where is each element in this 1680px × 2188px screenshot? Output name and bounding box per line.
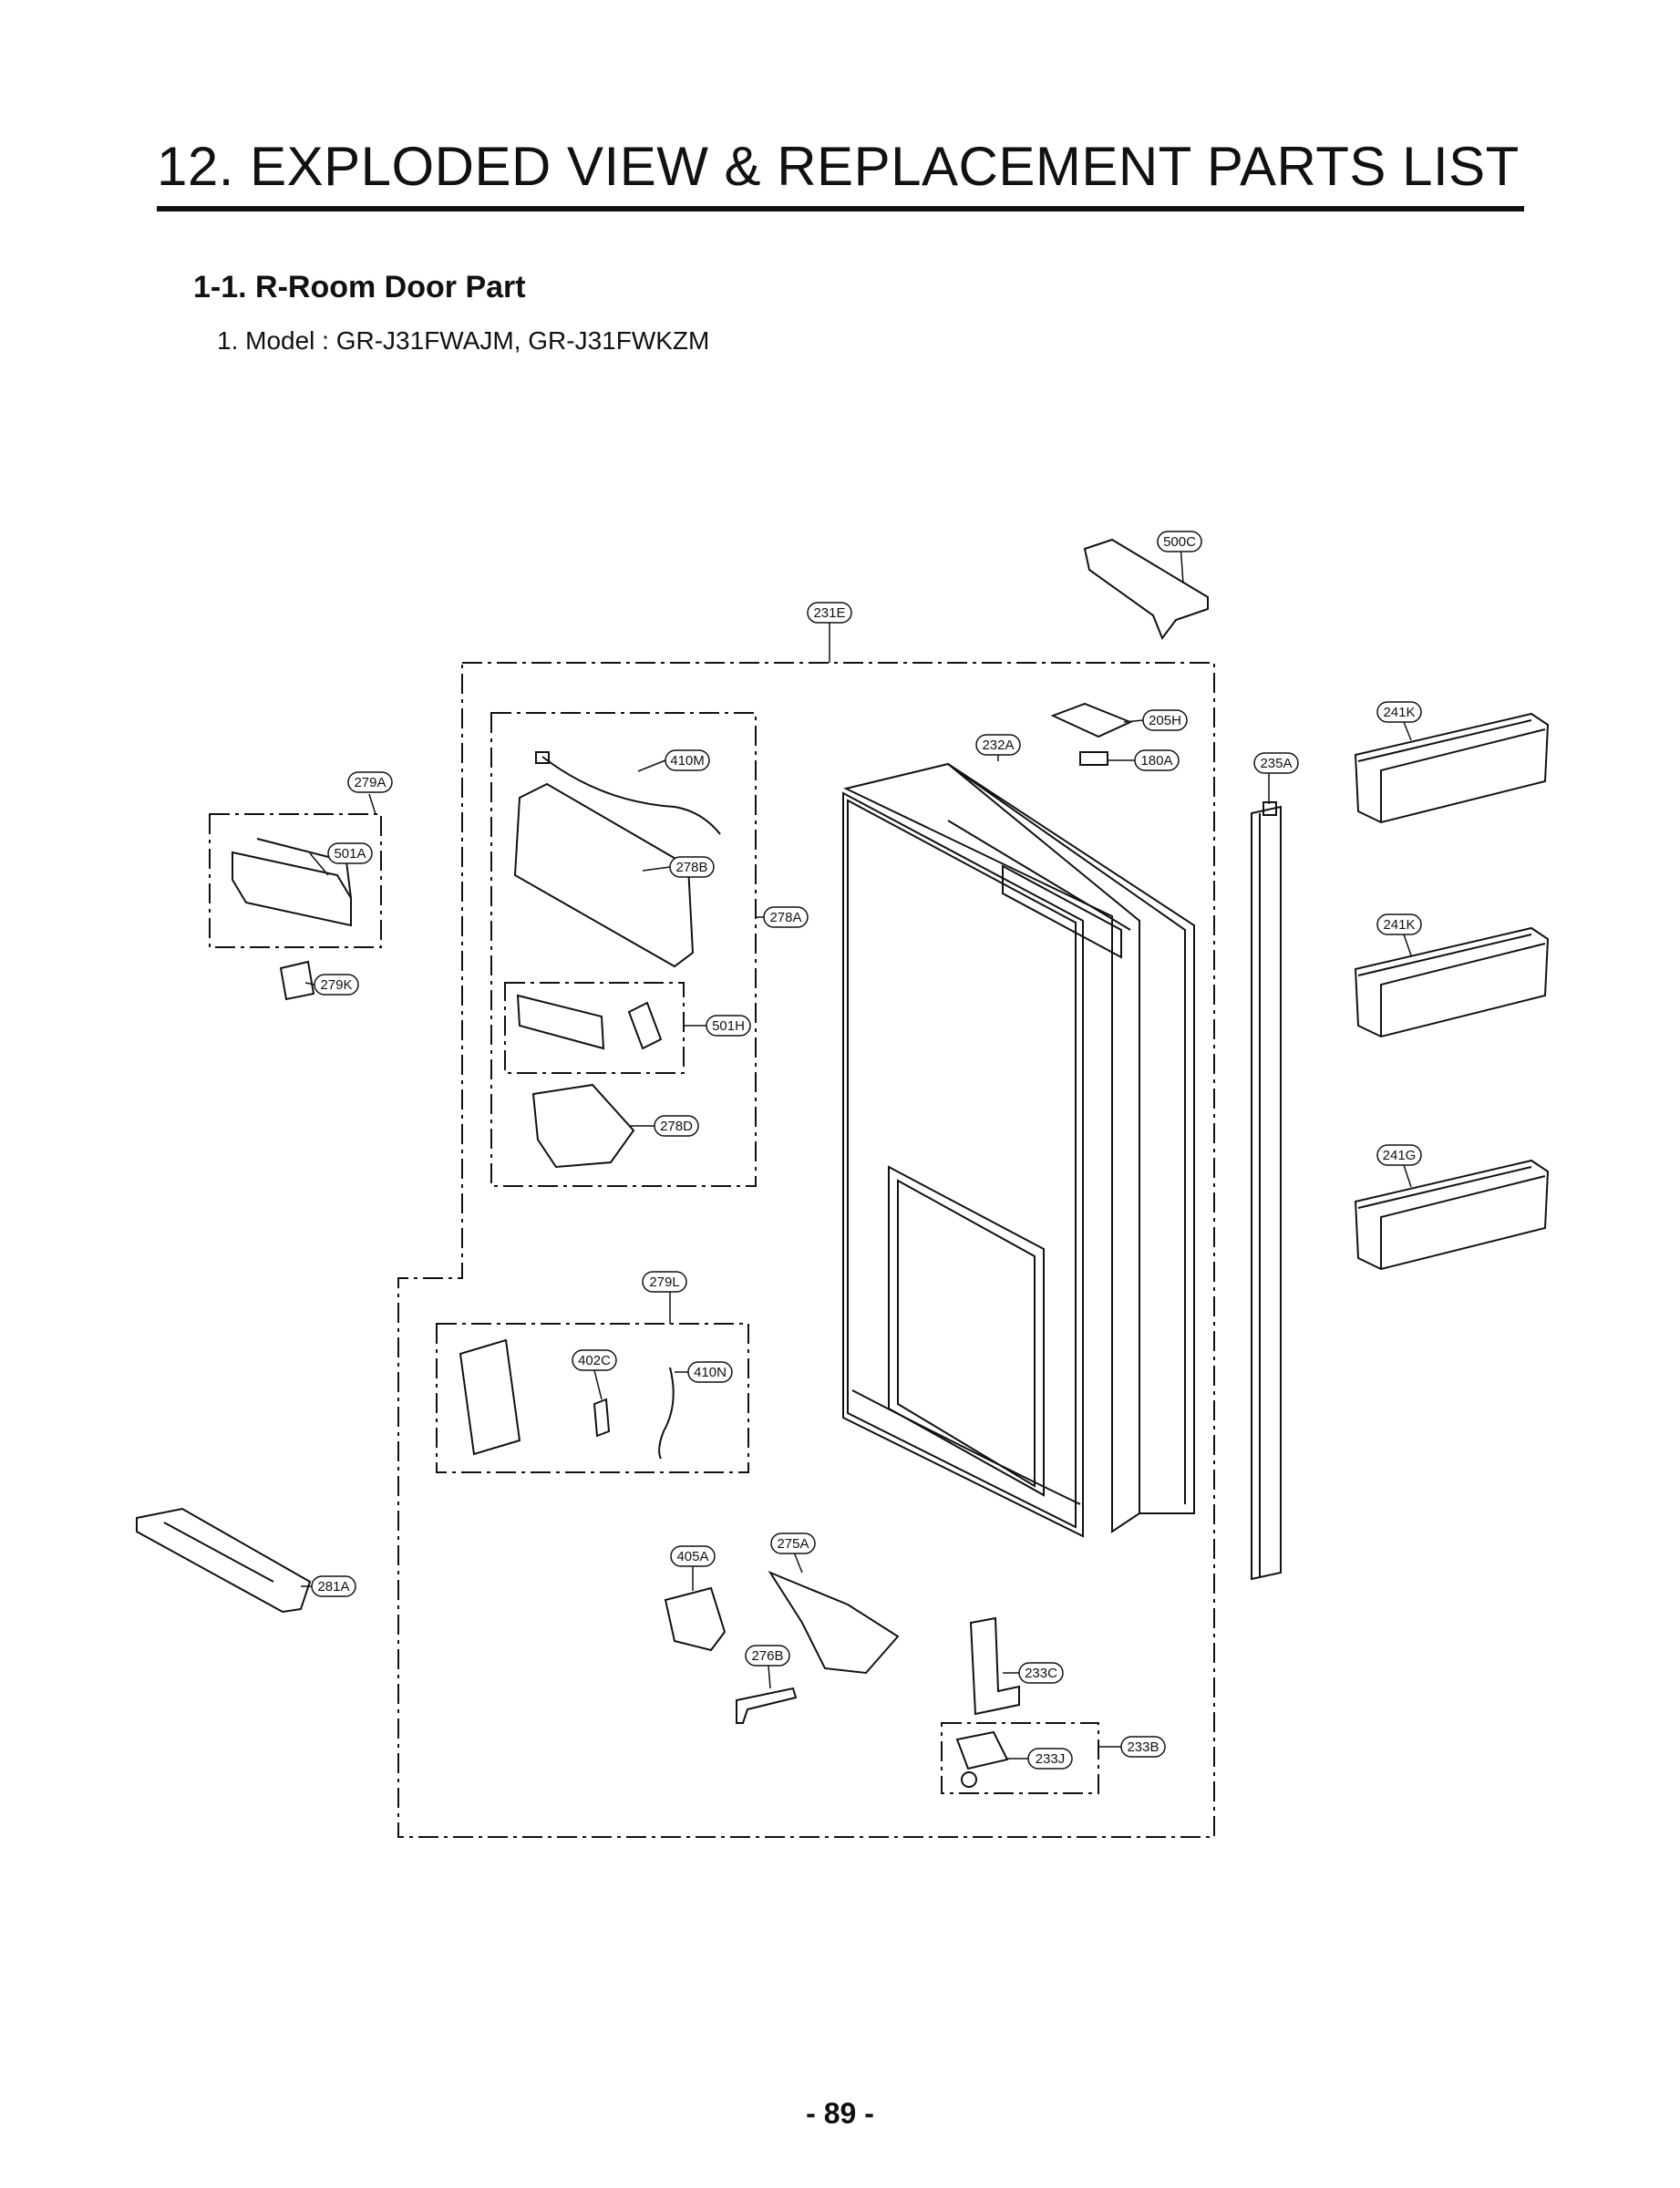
bin-241G [1354, 1159, 1550, 1271]
part-501H [516, 994, 605, 1050]
model-line: 1. Model : GR-J31FWAJM, GR-J31FWKZM [217, 326, 710, 355]
svg-text:241K: 241K [1383, 705, 1415, 720]
callout-501A: 501A [327, 842, 373, 864]
callout-278D: 278D [654, 1115, 699, 1137]
callout-233J: 233J [1027, 1748, 1073, 1770]
callout-232A: 232A [975, 734, 1021, 756]
door-body [842, 762, 1195, 1538]
svg-text:281A: 281A [317, 1579, 349, 1595]
callout-281A: 281A [311, 1575, 356, 1597]
callout-501H: 501H [706, 1015, 751, 1037]
callout-279K: 279K [314, 974, 359, 996]
callout-410N: 410N [687, 1361, 733, 1383]
part-278D [531, 1083, 635, 1169]
callout-410M: 410M [665, 749, 710, 771]
svg-text:402C: 402C [578, 1353, 611, 1368]
part-233J [955, 1730, 1009, 1770]
svg-text:278A: 278A [769, 910, 801, 925]
svg-text:235A: 235A [1260, 756, 1292, 771]
callout-278A: 278A [763, 906, 809, 928]
page-number: - 89 - [806, 2097, 874, 2130]
callout-276B: 276B [745, 1645, 790, 1667]
svg-text:501A: 501A [334, 846, 366, 862]
part-205H [1050, 702, 1133, 738]
part-279K [279, 960, 315, 1001]
svg-text:410N: 410N [694, 1365, 727, 1380]
svg-text:278B: 278B [675, 860, 707, 875]
part-402C [593, 1398, 611, 1438]
callout-231E: 231E [807, 602, 852, 624]
box-233B [941, 1722, 1099, 1794]
section-title: 1-1. R-Room Door Part [193, 270, 526, 304]
svg-text:233J: 233J [1036, 1751, 1066, 1767]
svg-text:279K: 279K [320, 977, 352, 993]
part-278B [513, 782, 695, 968]
callout-279A: 279A [347, 771, 393, 793]
part-405A [664, 1586, 727, 1652]
svg-text:231E: 231E [813, 605, 845, 621]
callout-180A: 180A [1134, 749, 1180, 771]
svg-text:205H: 205H [1149, 713, 1181, 728]
box-279A [209, 813, 382, 948]
callout-205H: 205H [1142, 709, 1188, 731]
svg-text:405A: 405A [676, 1549, 708, 1564]
svg-text:233C: 233C [1025, 1666, 1057, 1681]
part-233C [969, 1616, 1020, 1716]
callout-241K-middle: 241K [1376, 913, 1422, 935]
svg-text:275A: 275A [777, 1536, 809, 1552]
callout-241G: 241G [1376, 1144, 1422, 1166]
box-410M [490, 712, 757, 1187]
part-279L-cover [459, 1338, 521, 1456]
part-501A [232, 851, 352, 927]
part-500C [1083, 538, 1209, 641]
part-410N [658, 1367, 675, 1460]
assembly-boundary [397, 662, 1215, 1838]
svg-text:276B: 276B [751, 1648, 783, 1664]
page-heading: 12. EXPLODED VIEW & REPLACEMENT PARTS LI… [157, 136, 1520, 197]
part-235A [1251, 801, 1282, 1581]
callout-402C: 402C [572, 1349, 617, 1371]
callout-500C: 500C [1157, 531, 1202, 552]
svg-text:279L: 279L [649, 1275, 679, 1290]
part-281A [136, 1507, 312, 1614]
part-410M [541, 756, 721, 835]
bin-241K-top [1354, 712, 1550, 824]
part-275A [768, 1570, 900, 1675]
svg-text:233B: 233B [1127, 1739, 1159, 1755]
svg-text:241G: 241G [1383, 1148, 1417, 1163]
bin-241K-middle [1354, 926, 1550, 1038]
callout-405A: 405A [670, 1545, 716, 1567]
svg-text:279A: 279A [354, 775, 386, 790]
callout-275A: 275A [770, 1533, 816, 1554]
svg-text:500C: 500C [1163, 534, 1196, 550]
callout-279L: 279L [642, 1271, 687, 1293]
box-279L [436, 1323, 749, 1473]
svg-text:501H: 501H [712, 1018, 745, 1034]
svg-text:232A: 232A [982, 738, 1014, 753]
part-180A [1079, 751, 1108, 766]
svg-text:410M: 410M [670, 753, 705, 769]
heading-underline [157, 206, 1524, 212]
box-501H [504, 982, 685, 1074]
part-276B [736, 1687, 798, 1724]
callout-278B: 278B [669, 856, 715, 878]
svg-text:241K: 241K [1383, 917, 1415, 933]
callout-233B: 233B [1120, 1736, 1166, 1758]
callout-235A: 235A [1253, 752, 1299, 774]
svg-text:278D: 278D [660, 1119, 693, 1134]
callout-241K-top: 241K [1376, 701, 1422, 723]
callout-233C: 233C [1018, 1662, 1064, 1684]
svg-text:180A: 180A [1140, 753, 1172, 769]
